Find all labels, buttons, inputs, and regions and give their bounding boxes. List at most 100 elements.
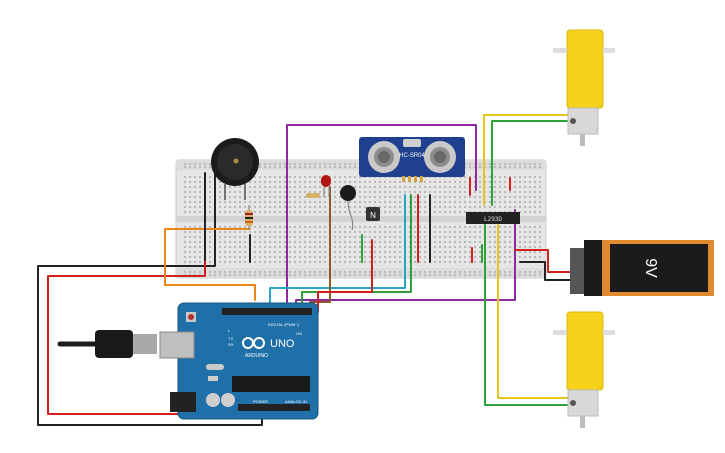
breadboard-hole [529,191,531,193]
breadboard-hole [199,196,201,198]
breadboard-hole [274,251,276,253]
breadboard-hole [239,246,241,248]
breadboard-hole [489,231,491,233]
breadboard-hole [529,181,531,183]
breadboard-hole [299,251,301,253]
breadboard-hole [444,196,446,198]
breadboard-hole [524,201,526,203]
breadboard-hole [389,196,391,198]
breadboard-hole [434,256,436,258]
breadboard-hole [259,206,261,208]
breadboard-hole [339,256,341,258]
breadboard-hole [459,236,461,238]
breadboard-hole [299,236,301,238]
breadboard-hole [399,251,401,253]
usb-cable[interactable] [57,330,157,358]
breadboard-hole [209,196,211,198]
breadboard-hole [339,274,341,276]
piezo-buzzer[interactable] [211,138,259,200]
breadboard-hole [189,163,191,165]
breadboard-hole [434,246,436,248]
breadboard-hole [534,236,536,238]
breadboard-hole [339,176,341,178]
breadboard-hole [479,186,481,188]
breadboard-hole [314,231,316,233]
breadboard-hole [194,201,196,203]
breadboard-hole [349,251,351,253]
breadboard-hole [429,274,431,276]
arduino-uno[interactable]: UNO ARDUINO DIGITAL (PWM~) POWER ANALOG … [159,302,319,420]
breadboard-hole [364,186,366,188]
breadboard-hole [229,201,231,203]
breadboard-hole [524,191,526,193]
breadboard-hole [494,251,496,253]
breadboard-hole [339,191,341,193]
breadboard-hole [194,231,196,233]
breadboard-hole [284,246,286,248]
breadboard-hole [504,231,506,233]
breadboard-hole [334,226,336,228]
breadboard-hole [524,226,526,228]
breadboard-hole [214,271,216,273]
breadboard-hole [534,226,536,228]
led-red[interactable] [306,175,331,198]
battery-9v[interactable]: 9V [570,240,714,296]
photoresistor[interactable] [340,185,356,231]
breadboard-hole [259,201,261,203]
breadboard-hole [464,261,466,263]
l293d-driver[interactable]: L293D [466,212,520,224]
breadboard-hole [464,181,466,183]
breadboard-hole [289,163,291,165]
breadboard-hole [254,201,256,203]
breadboard-hole [299,274,301,276]
breadboard-hole [329,166,331,168]
breadboard-hole [294,251,296,253]
breadboard-hole [294,201,296,203]
breadboard-hole [434,201,436,203]
breadboard-hole [194,211,196,213]
breadboard-hole [249,191,251,193]
breadboard-hole [389,236,391,238]
breadboard-hole [264,256,266,258]
breadboard-hole [229,256,231,258]
breadboard-hole [399,274,401,276]
breadboard-hole [504,191,506,193]
breadboard-hole [314,274,316,276]
breadboard-hole [299,176,301,178]
breadboard-hole [274,261,276,263]
npn-transistor[interactable]: N [366,207,380,221]
breadboard-hole [294,236,296,238]
breadboard-hole [339,206,341,208]
breadboard-hole [319,246,321,248]
breadboard-hole [189,201,191,203]
breadboard-hole [519,251,521,253]
breadboard-hole [194,271,196,273]
breadboard-hole [454,271,456,273]
breadboard-hole [454,274,456,276]
breadboard-hole [454,186,456,188]
breadboard-hole [349,181,351,183]
breadboard-hole [469,163,471,165]
breadboard-hole [439,186,441,188]
breadboard-hole [494,246,496,248]
breadboard-hole [244,231,246,233]
dc-motor-top[interactable] [553,29,615,146]
breadboard-hole [519,206,521,208]
breadboard-hole [374,196,376,198]
breadboard-hole [459,271,461,273]
breadboard-hole [529,251,531,253]
breadboard-hole [424,201,426,203]
breadboard-hole [374,271,376,273]
breadboard-hole [304,196,306,198]
breadboard-hole [419,256,421,258]
breadboard-hole [519,166,521,168]
breadboard-hole [539,241,541,243]
battery-label: 9V [642,258,659,278]
breadboard-hole [279,241,281,243]
breadboard-hole [294,181,296,183]
breadboard-hole [319,186,321,188]
resistor[interactable] [245,205,253,230]
breadboard-hole [489,163,491,165]
ultrasonic-sensor[interactable]: HC-SR04 [359,137,465,182]
dc-motor-bottom[interactable] [553,311,615,428]
